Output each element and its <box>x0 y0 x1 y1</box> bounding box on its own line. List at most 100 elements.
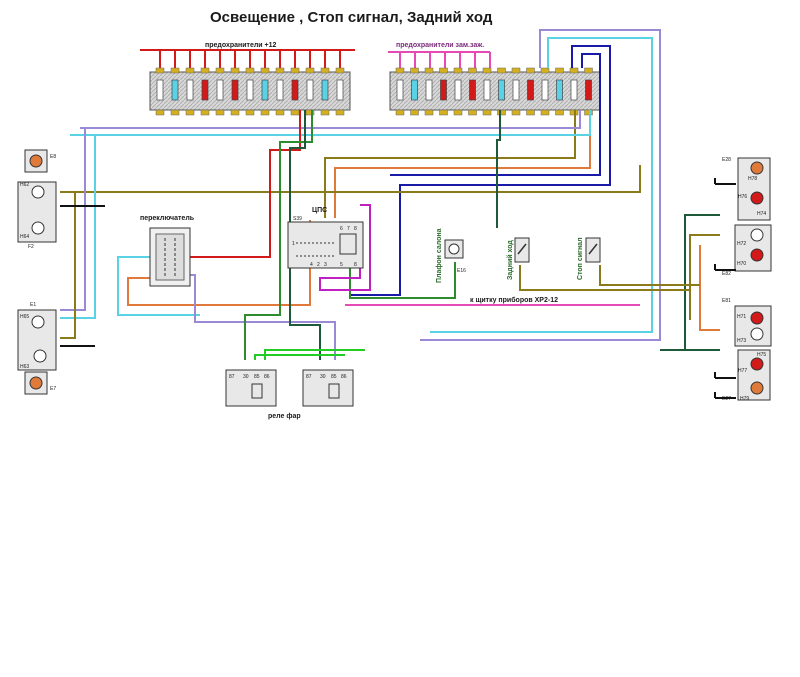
fuse-terminal-bottom <box>395 109 405 116</box>
fuse-terminal-top <box>320 67 330 74</box>
fuse-cell <box>306 79 314 101</box>
relay-left: 87 30 85 86 <box>225 369 277 407</box>
fuse-terminal-bottom <box>584 109 593 116</box>
relay2-pin-85: 85 <box>331 374 337 380</box>
fuse-block-plus12: предохранители +12 <box>140 42 355 116</box>
fuse-terminal-top <box>230 67 240 74</box>
h72-lamp-icon <box>750 228 764 242</box>
cps-pin-3: 3 <box>324 262 327 268</box>
cps-pin-5: 5 <box>340 262 343 268</box>
cps-pin-8b: 8 <box>354 262 357 268</box>
cabin-lamp-icon <box>448 243 460 255</box>
cps-label: ЦПС <box>312 207 327 214</box>
e7-label: E7 <box>50 386 56 392</box>
e8-lamp-icon <box>29 154 43 168</box>
h79-lamp-icon <box>750 381 764 395</box>
cps-pin-2: 2 <box>317 262 320 268</box>
dashboard-label: к щитку приборов XP2-12 <box>470 296 558 304</box>
e7-lamp-icon <box>29 376 43 390</box>
fuse-terminal-top <box>170 67 180 74</box>
fuse-terminal-bottom <box>260 109 270 116</box>
cps-pin-8: 8 <box>354 226 357 232</box>
fuse-cell <box>321 79 329 101</box>
fuse-cell <box>171 79 179 101</box>
e1-label: E1 <box>30 302 36 308</box>
h73-label: H73 <box>737 338 746 344</box>
fuse-terminal-bottom <box>245 109 255 116</box>
fuse-cell <box>527 79 534 101</box>
switch-label: переключатель <box>140 215 195 222</box>
h73-lamp-icon <box>750 327 764 341</box>
h70-lamp-icon <box>750 248 764 262</box>
s39-label: S39 <box>293 216 302 222</box>
reverse-switch: Задний ход <box>506 237 530 280</box>
fuse-terminal-top <box>424 67 434 74</box>
fuse-terminal-bottom <box>482 109 492 116</box>
h71-label: H71 <box>737 314 746 320</box>
fuse-terminal-top <box>468 67 477 74</box>
fuse-terminal-bottom <box>185 109 195 116</box>
fuse-terminal-bottom <box>410 109 419 116</box>
fuse-terminal-bottom <box>320 109 330 116</box>
wires <box>60 29 720 360</box>
h78-label: H78 <box>748 176 757 182</box>
fuse-cell <box>246 79 254 101</box>
fuse-cell <box>512 79 520 101</box>
fuse-cell <box>201 79 209 101</box>
h63-lamp-icon <box>33 349 47 363</box>
fuse-terminal-top <box>555 67 564 74</box>
fuse-terminal-bottom <box>200 109 210 116</box>
fuse-terminal-bottom <box>290 109 300 116</box>
fuse-cell <box>498 79 505 101</box>
fuse-cell <box>216 79 224 101</box>
fuse-cell <box>425 79 433 101</box>
cps-pin-6: 6 <box>340 226 343 232</box>
fuse-cell <box>541 79 549 101</box>
fuse-cell <box>454 79 462 101</box>
fuse-terminal-top <box>584 67 593 74</box>
h77-lamp-icon <box>750 357 764 371</box>
headlight-relay-label: реле фар <box>268 413 301 420</box>
relay2-pin-87: 87 <box>306 374 312 380</box>
fuse-terminal-bottom <box>155 109 165 116</box>
h79-label: H79 <box>740 396 749 402</box>
fuse-terminal-top <box>410 67 419 74</box>
fuse-terminal-top <box>540 67 550 74</box>
fuse-cell <box>469 79 476 101</box>
left-front-lamp-unit: E8 H62 H64 F2 <box>17 149 57 250</box>
fuse-terminal-top <box>511 67 521 74</box>
diagram-title: Освещение , Стоп сигнал, Задний ход <box>210 9 493 26</box>
fuse-cell <box>291 79 299 101</box>
fuse-terminal-top <box>305 67 315 74</box>
fuse-terminal-top <box>439 67 448 74</box>
h71-lamp-icon <box>750 311 764 325</box>
fuse-terminal-top <box>482 67 492 74</box>
fuse-terminal-bottom <box>511 109 521 116</box>
cps-pin-4: 4 <box>310 262 313 268</box>
fuse-terminal-bottom <box>335 109 345 116</box>
fuse-cell <box>276 79 284 101</box>
relay1-pin-86: 86 <box>264 374 270 380</box>
fuse-block-plus12-label: предохранители +12 <box>205 42 277 49</box>
fuse-terminal-bottom <box>526 109 535 116</box>
h77-label: H77 <box>738 368 747 374</box>
h63-label: H63 <box>20 364 29 370</box>
fuse-terminal-bottom <box>540 109 550 116</box>
relay1-pin-85: 85 <box>254 374 260 380</box>
cps-unit: ЦПС S39 6 7 8 1 4 2 3 5 8 <box>287 207 364 269</box>
h62-label: H62 <box>20 182 29 188</box>
fuse-terminal-top <box>185 67 195 74</box>
fuse-terminal-bottom <box>468 109 477 116</box>
fuse-cell <box>570 79 578 101</box>
relay1-pin-30: 30 <box>243 374 249 380</box>
right-mid-lamp-unit: H72 H70 E82 <box>722 224 772 277</box>
fuse-cell <box>396 79 404 101</box>
e82-label: E82 <box>722 271 731 277</box>
fuse-terminal-bottom <box>497 109 506 116</box>
stop-switch: Стоп сигнал <box>577 237 601 280</box>
fuse-terminal-top <box>200 67 210 74</box>
fuse-terminal-top <box>155 67 165 74</box>
fuse-terminal-top <box>290 67 300 74</box>
fuse-terminal-top <box>260 67 270 74</box>
h62-lamp-icon <box>31 185 45 199</box>
